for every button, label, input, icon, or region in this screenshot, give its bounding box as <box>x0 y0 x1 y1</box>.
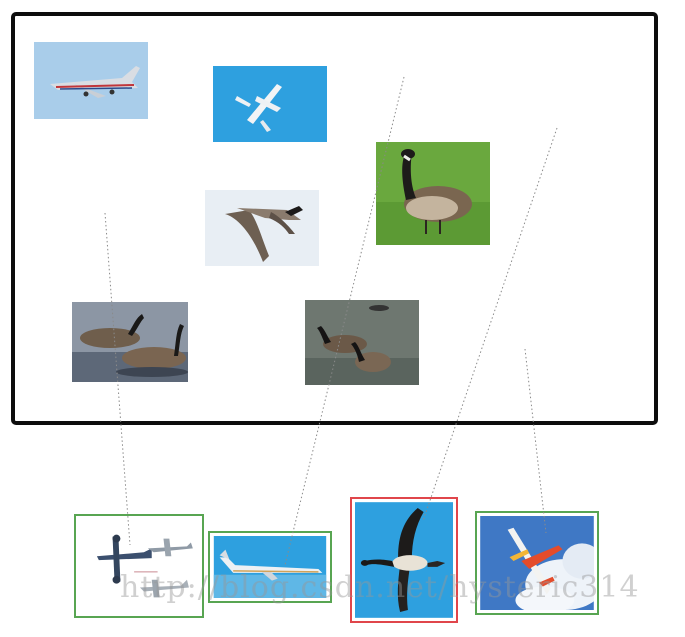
db-image-goose-grass[interactable] <box>376 142 490 245</box>
db-image-geese-water[interactable] <box>72 302 188 382</box>
airliner-photo <box>213 536 327 598</box>
result-card-vintage-planes[interactable] <box>74 514 204 618</box>
flying-goose-photo <box>205 190 319 266</box>
db-image-small-plane[interactable] <box>34 42 148 119</box>
airliner-clouds-photo <box>480 516 594 610</box>
db-image-flying-goose[interactable] <box>205 190 319 266</box>
vintage-planes-photo <box>79 519 199 613</box>
plane-blue-sky-photo <box>213 66 327 142</box>
geese-in-water-photo <box>72 302 188 382</box>
geese-on-water-photo <box>305 300 419 385</box>
small-plane-sky-photo <box>34 42 148 119</box>
db-image-plane-blue-sky[interactable] <box>213 66 327 142</box>
db-image-geese-on-water[interactable] <box>305 300 419 385</box>
result-card-airliner[interactable] <box>208 531 332 603</box>
goose-on-grass-photo <box>376 142 490 245</box>
watermark-text: http://blog.csdn.net/hysteric314 <box>120 570 640 605</box>
